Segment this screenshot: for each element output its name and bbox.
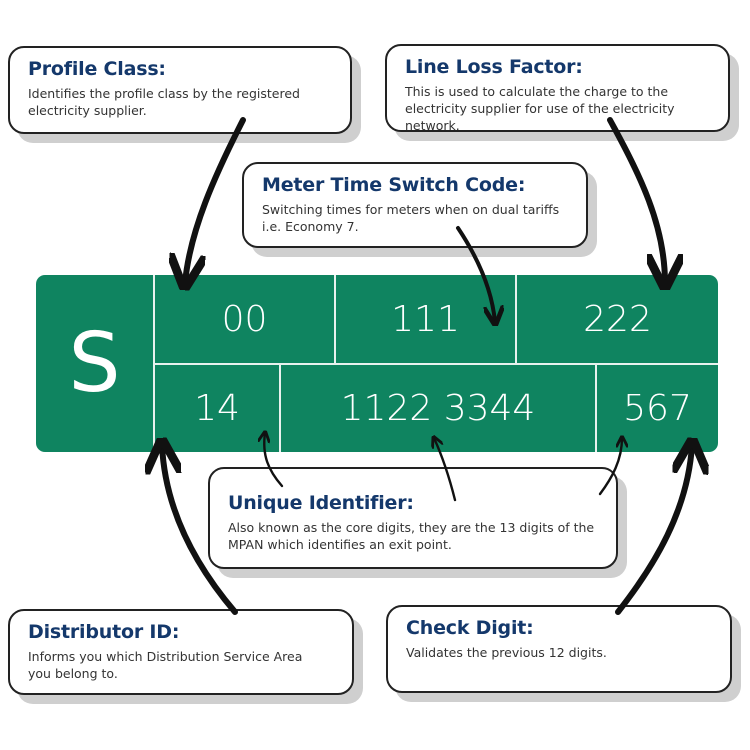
- profile-class-value: 00: [221, 298, 268, 340]
- supplementary-letter: S: [68, 316, 121, 411]
- arrow-line-loss-factor: [607, 117, 665, 283]
- arrow-check-digit: [615, 445, 692, 615]
- divider: [595, 365, 597, 452]
- profile-class-title: Profile Class:: [28, 58, 166, 80]
- check-digit-description: Validates the previous 12 digits.: [406, 645, 607, 660]
- mpan-grid: S 00 111 222 14 1122 3344 567: [36, 275, 718, 452]
- unique-identifier-description: Also known as the core digits, they are …: [228, 520, 595, 552]
- arrow-profile-class: [185, 117, 246, 283]
- distributor-id-value: 14: [194, 388, 240, 429]
- divider: [153, 363, 718, 365]
- meter-time-switch-value: 111: [391, 298, 460, 340]
- arrow-unique-identifier-mid: [434, 438, 457, 502]
- divider: [279, 365, 281, 452]
- arrow-unique-identifier-right: [598, 438, 622, 496]
- profile-class-card: Profile Class: Identifies the profile cl…: [8, 46, 352, 134]
- meter-time-switch-description: Switching times for meters when on dual …: [262, 202, 560, 234]
- line-loss-factor-card: Line Loss Factor: This is used to calcul…: [385, 44, 730, 133]
- check-digit-card: Check Digit: Validates the previous 12 d…: [386, 605, 732, 693]
- unique-identifier-title: Unique Identifier:: [228, 492, 414, 514]
- line-loss-factor-value: 222: [583, 298, 652, 340]
- meter-time-switch-card: Meter Time Switch Code: Switching times …: [242, 162, 588, 248]
- distributor-id-title: Distributor ID:: [28, 621, 180, 643]
- distributor-id-card: Distributor ID: Informs you which Distri…: [8, 609, 354, 695]
- unique-identifier-card: Unique Identifier: Also known as the cor…: [208, 467, 618, 569]
- divider: [515, 275, 517, 363]
- meter-time-switch-title: Meter Time Switch Code:: [262, 174, 526, 196]
- arrow-meter-time-switch: [456, 226, 495, 322]
- check-digit-value: 567: [623, 388, 692, 429]
- line-loss-factor-description: This is used to calculate the charge to …: [405, 84, 675, 133]
- arrow-distributor-id: [162, 445, 238, 615]
- divider: [334, 275, 336, 363]
- check-digit-title: Check Digit:: [406, 617, 534, 639]
- line-loss-factor-title: Line Loss Factor:: [405, 56, 583, 78]
- unique-identifier-value: 1122 3344: [340, 388, 536, 429]
- distributor-id-description: Informs you which Distribution Service A…: [28, 649, 303, 681]
- arrow-unique-identifier-left: [264, 433, 284, 488]
- profile-class-description: Identifies the profile class by the regi…: [28, 86, 300, 118]
